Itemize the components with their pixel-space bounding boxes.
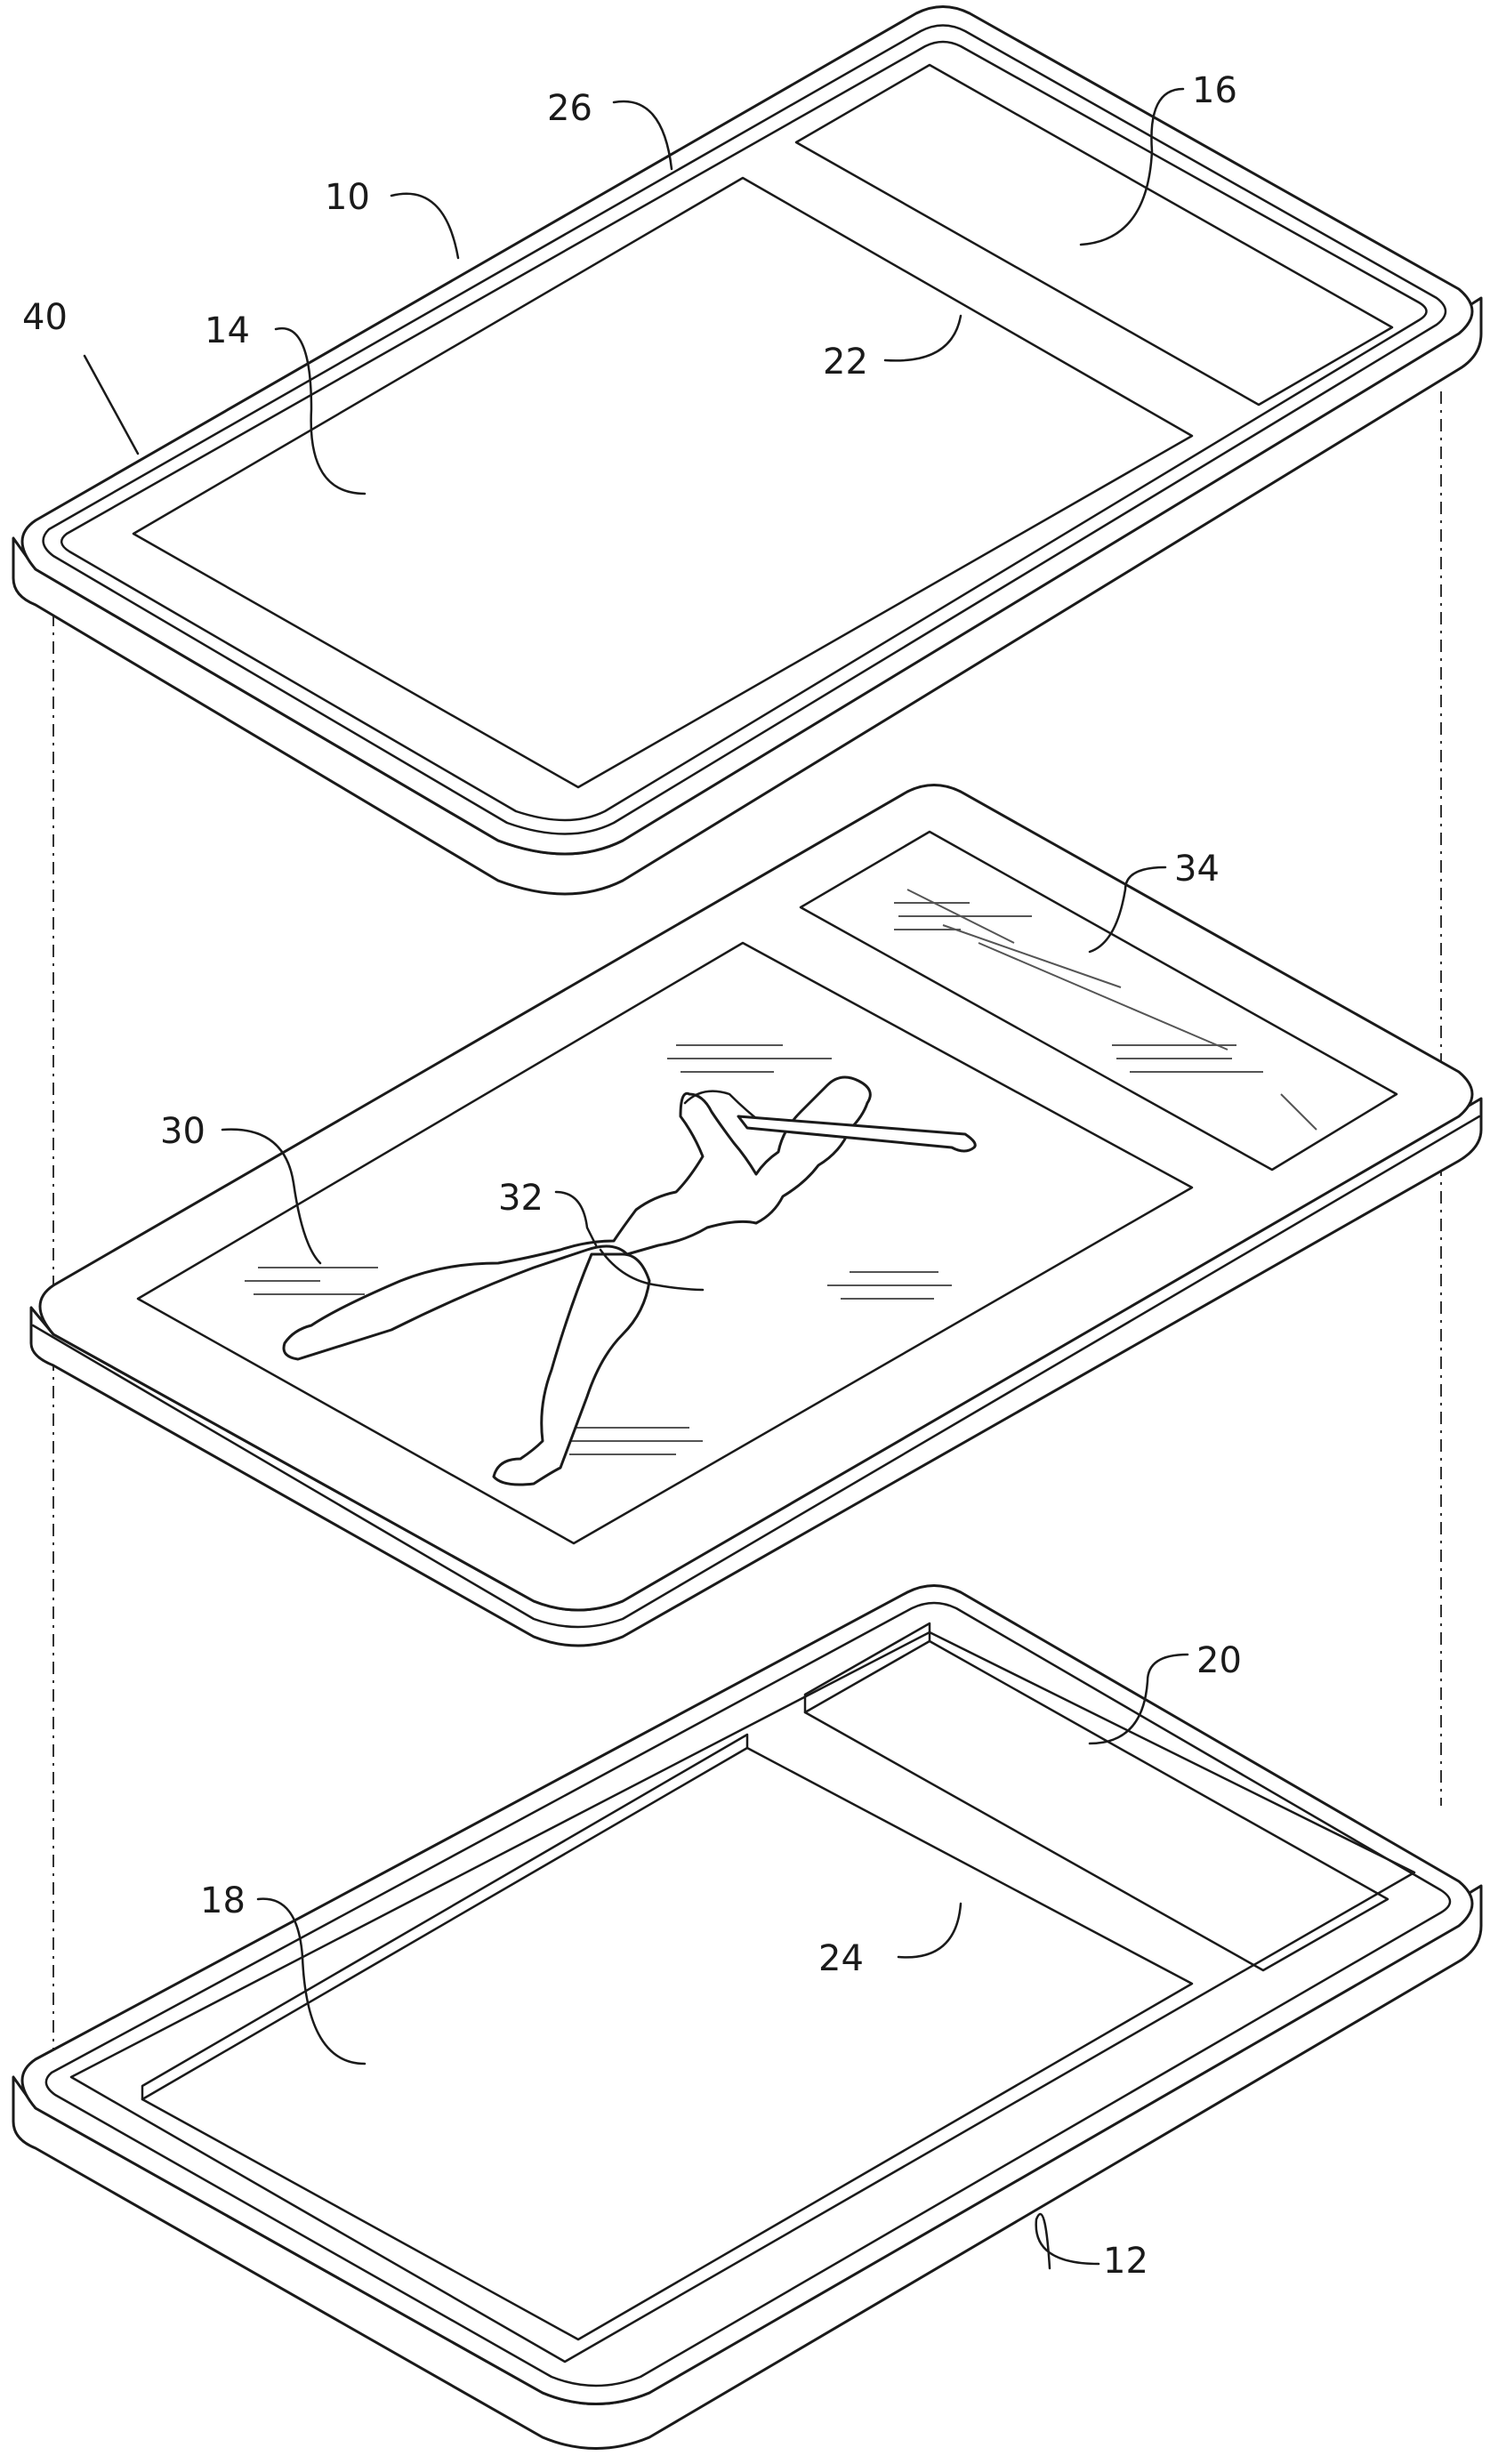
leader-12 [1036,2214,1099,2268]
card [31,785,1481,1647]
ref-24: 24 [818,1938,864,1979]
ref-18: 18 [200,1880,246,1921]
ref-20: 20 [1196,1640,1242,1681]
ref-12: 12 [1103,2241,1148,2282]
ref-22: 22 [823,342,868,382]
ref-40: 40 [22,297,68,338]
ref-32: 32 [498,1178,544,1219]
leader-40 [85,356,138,454]
bottom-shell [13,1586,1481,2449]
bottom-shell-face [22,1586,1472,2404]
ref-14: 14 [205,310,250,351]
ref-34: 34 [1174,849,1220,890]
top-shell [13,7,1481,895]
ref-26: 26 [547,88,592,129]
ref-10: 10 [325,177,370,218]
leader-10 [391,194,458,258]
ref-16: 16 [1192,70,1237,111]
ref-30: 30 [160,1111,205,1152]
